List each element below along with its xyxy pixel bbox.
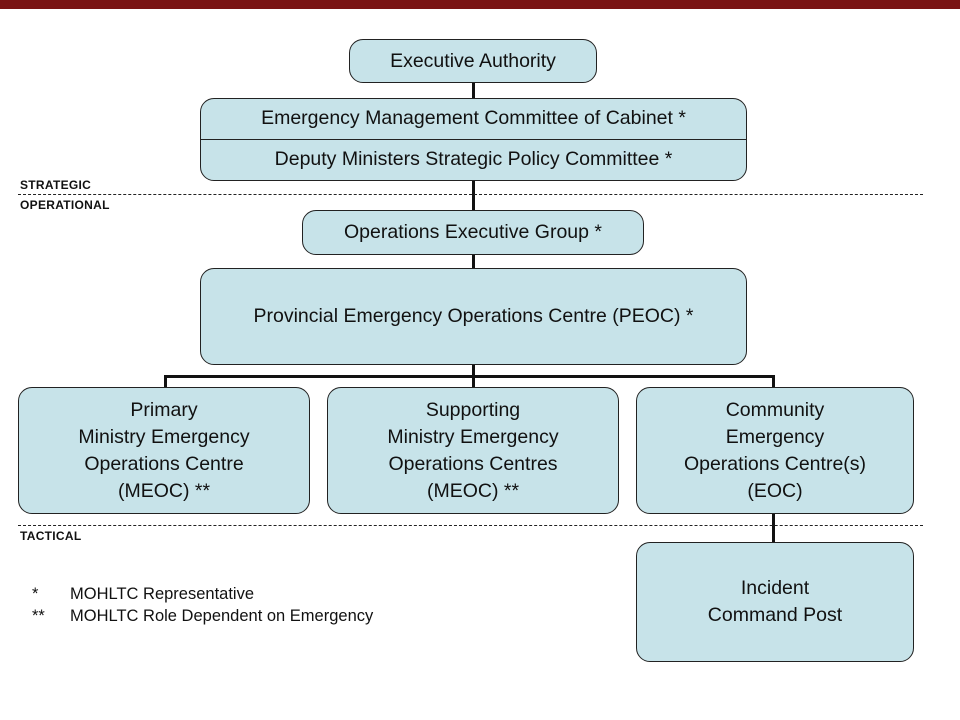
- node-supporting-meoc: Supporting Ministry Emergency Operations…: [327, 387, 619, 514]
- node-operations-executive-group: Operations Executive Group *: [302, 210, 644, 255]
- legend-item-single-asterisk: * MOHLTC Representative: [32, 585, 254, 604]
- legend-symbol: *: [32, 585, 39, 603]
- node-label-line: (MEOC) **: [426, 479, 520, 502]
- connector-bus-community: [772, 375, 775, 388]
- node-label-line: Ministry Emergency: [387, 425, 559, 448]
- legend-text: MOHLTC Representative: [70, 585, 255, 603]
- zone-label-strategic: STRATEGIC: [20, 178, 92, 192]
- node-label-line: Supporting: [425, 398, 521, 421]
- node-label: Executive Authority: [390, 49, 556, 72]
- strategic-operational-divider: [18, 194, 923, 195]
- node-primary-meoc: Primary Ministry Emergency Operations Ce…: [18, 387, 310, 514]
- operational-tactical-divider: [18, 525, 923, 526]
- node-label-line: Ministry Emergency: [78, 425, 250, 448]
- node-community-eoc: Community Emergency Operations Centre(s)…: [636, 387, 914, 514]
- connector-executive-cabinet: [472, 82, 475, 99]
- node-peoc: Provincial Emergency Operations Centre (…: [200, 268, 747, 365]
- node-label-line: Primary: [130, 398, 198, 421]
- node-label-line: Incident: [740, 577, 810, 599]
- node-label-line: (EOC): [747, 479, 803, 502]
- legend-symbol: **: [32, 607, 45, 625]
- connector-opsgroup-peoc: [472, 254, 475, 268]
- node-label-line: Command Post: [707, 604, 843, 626]
- node-label-line: Operations Centres: [388, 452, 558, 475]
- node-executive-authority: Executive Authority: [349, 39, 597, 83]
- connector-community-icp: [772, 513, 775, 543]
- connector-peoc-down: [472, 364, 475, 376]
- node-label-line: (MEOC) **: [117, 479, 211, 502]
- connector-bus-primary: [164, 375, 167, 388]
- legend-item-double-asterisk: ** MOHLTC Role Dependent on Emergency: [32, 607, 373, 626]
- connector-horizontal-bus: [164, 375, 775, 378]
- node-label-line: Emergency: [725, 425, 825, 448]
- connector-bus-supporting: [472, 375, 475, 388]
- top-accent-bar: [0, 0, 960, 9]
- node-label-line: Community: [725, 398, 825, 421]
- connector-cabinet-opsgroup: [472, 180, 475, 210]
- node-cabinet-committee: Emergency Management Committee of Cabine…: [200, 98, 747, 181]
- legend-text: MOHLTC Role Dependent on Emergency: [70, 607, 374, 625]
- node-label-line: Operations Centre: [84, 452, 244, 475]
- zone-label-operational: OPERATIONAL: [20, 198, 110, 212]
- node-label-line: Emergency Management Committee of Cabine…: [261, 107, 686, 130]
- node-label: Operations Executive Group *: [344, 221, 602, 243]
- node-label-line: Operations Centre(s): [683, 452, 867, 475]
- zone-label-tactical: TACTICAL: [20, 529, 82, 543]
- node-incident-command-post: Incident Command Post: [636, 542, 914, 662]
- node-label-line: Deputy Ministers Strategic Policy Commit…: [274, 148, 673, 171]
- node-label: Provincial Emergency Operations Centre (…: [253, 305, 694, 327]
